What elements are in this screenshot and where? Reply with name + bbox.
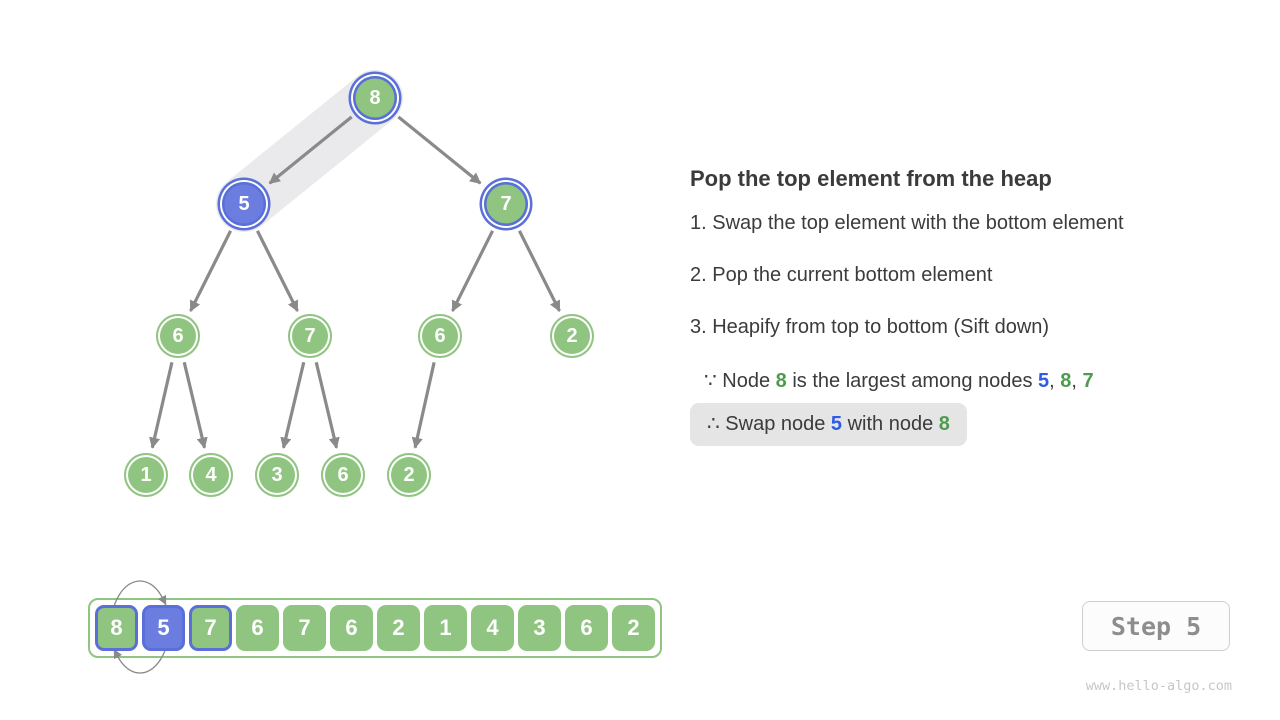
site-watermark: www.hello-algo.com — [1085, 678, 1232, 694]
tree-edge — [268, 115, 353, 185]
tree-edge — [280, 361, 306, 449]
tree-edge — [182, 361, 208, 449]
step-item-3: 3. Heapify from top to bottom (Sift down… — [690, 316, 1050, 338]
tree-edge — [451, 230, 495, 312]
tree-edge — [517, 230, 561, 312]
array-cell-6: 6 — [330, 605, 373, 651]
array-cell-7: 7 — [189, 605, 232, 651]
tree-node-8: 8 — [353, 76, 397, 120]
array-cell-3: 3 — [518, 605, 561, 651]
tree-edges-layer — [149, 70, 561, 449]
tree-node-7: 7 — [288, 314, 332, 358]
tree-edge — [314, 361, 340, 449]
step-item-2: 2. Pop the current bottom element — [690, 264, 993, 286]
tree-node-6: 6 — [418, 314, 462, 358]
tree-edge — [189, 230, 233, 312]
array-cell-7: 7 — [283, 605, 326, 651]
tree-node-2: 2 — [387, 453, 431, 497]
tree-edge — [397, 115, 482, 185]
because-note: ∵ Node 8 is the largest among nodes 5, 8… — [704, 370, 1094, 392]
tree-node-6: 6 — [156, 314, 200, 358]
tree-node-6: 6 — [321, 453, 365, 497]
array-cell-4: 4 — [471, 605, 514, 651]
tree-node-2: 2 — [550, 314, 594, 358]
array-cell-1: 1 — [424, 605, 467, 651]
tree-node-7: 7 — [484, 182, 528, 226]
panel-title: Pop the top element from the heap — [690, 166, 1052, 191]
tree-node-4: 4 — [189, 453, 233, 497]
tree-node-1: 1 — [124, 453, 168, 497]
step-badge: Step 5 — [1082, 601, 1230, 651]
array-cell-6: 6 — [565, 605, 608, 651]
tree-edge — [411, 362, 436, 449]
array-cell-8: 8 — [95, 605, 138, 651]
tree-edge — [149, 361, 174, 449]
tree-node-5: 5 — [222, 182, 266, 226]
array-cell-5: 5 — [142, 605, 185, 651]
step-item-1: 1. Swap the top element with the bottom … — [690, 212, 1124, 234]
therefore-note: ∴ Swap node 5 with node 8 — [690, 403, 967, 446]
array-cell-2: 2 — [612, 605, 655, 651]
tree-node-3: 3 — [255, 453, 299, 497]
array-cell-2: 2 — [377, 605, 420, 651]
tree-edge — [255, 230, 299, 312]
array-cell-6: 6 — [236, 605, 279, 651]
